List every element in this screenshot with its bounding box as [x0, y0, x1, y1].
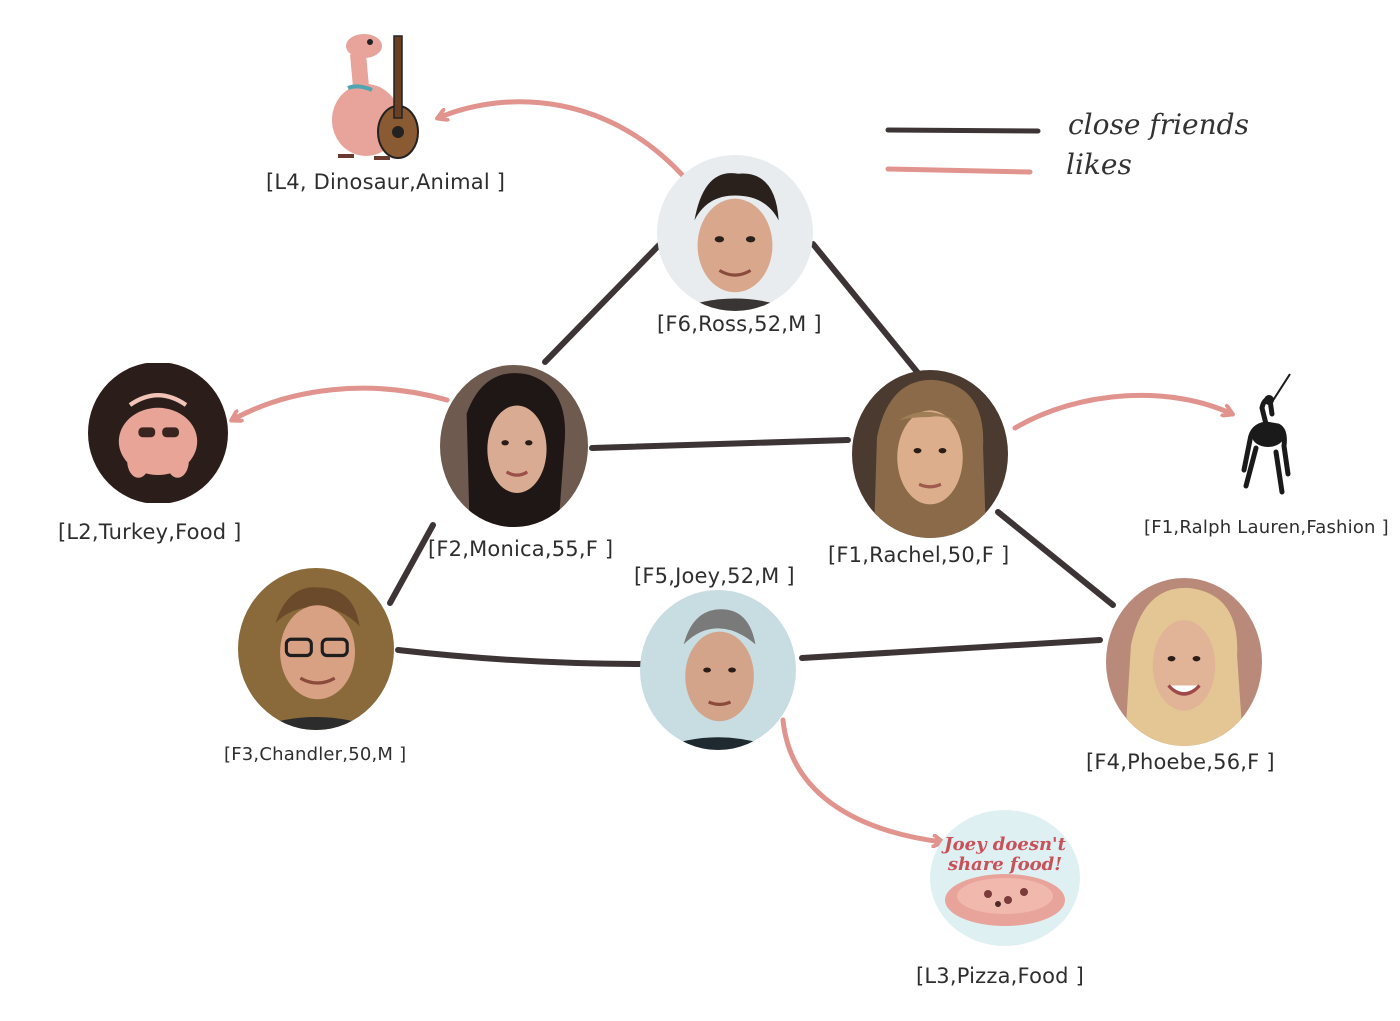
pizza-sticker-line1: Joey doesn't: [941, 834, 1066, 855]
phoebe-label: [F4,Phoebe,56,F ]: [1086, 750, 1275, 774]
joey-label: [F5,Joey,52,M ]: [634, 564, 795, 588]
pizza-sticker-line2: share food!: [947, 854, 1062, 875]
pizza-sticker-icon: Joey doesn't share food!: [928, 808, 1082, 948]
dinosaur-guitar-icon: [318, 28, 438, 168]
edge-chandler-joey: [395, 647, 645, 667]
edge-ross-monica: [542, 235, 669, 365]
ross-label: [F6,Ross,52,M ]: [657, 312, 822, 336]
turkey-label: [L2,Turkey,Food ]: [58, 520, 242, 544]
rachel-label: [F1,Rachel,50,F ]: [828, 543, 1010, 567]
edge-monica-rachel: [589, 437, 851, 451]
edge-ross-likes-dinosaur: [438, 99, 688, 181]
pizza-label: [L3,Pizza,Food ]: [916, 964, 1084, 988]
ross-portrait-icon: [657, 155, 813, 311]
edge-rachel-phoebe: [995, 509, 1116, 608]
legend-likes-line: [885, 166, 1033, 175]
chandler-portrait-icon: [238, 568, 394, 730]
legend-likes-label: likes: [1066, 148, 1132, 181]
edge-monica-chandler: [387, 522, 436, 606]
edge-rachel-likes-polo: [1012, 392, 1232, 431]
rachel-portrait-icon: [852, 370, 1008, 538]
monica-label: [F2,Monica,55,F ]: [428, 537, 614, 561]
chandler-label: [F3,Chandler,50,M ]: [224, 744, 407, 765]
legend-friends-label: close friends: [1068, 108, 1249, 141]
dinosaur-label: [L4, Dinosaur,Animal ]: [266, 170, 506, 194]
phoebe-portrait-icon: [1106, 578, 1262, 746]
edge-ross-rachel: [810, 241, 921, 376]
monica-portrait-icon: [440, 365, 588, 527]
edge-joey-phoebe: [799, 637, 1103, 661]
polo-label: [F1,Ralph Lauren,Fashion ]: [1144, 517, 1389, 538]
turkey-icon: [88, 362, 228, 504]
edge-monica-likes-turkey: [232, 385, 450, 420]
polo-logo-icon: [1232, 370, 1294, 500]
edge-joey-likes-pizza: [780, 717, 942, 842]
legend-friends-line: [885, 127, 1041, 134]
joey-portrait-icon: [640, 590, 796, 750]
